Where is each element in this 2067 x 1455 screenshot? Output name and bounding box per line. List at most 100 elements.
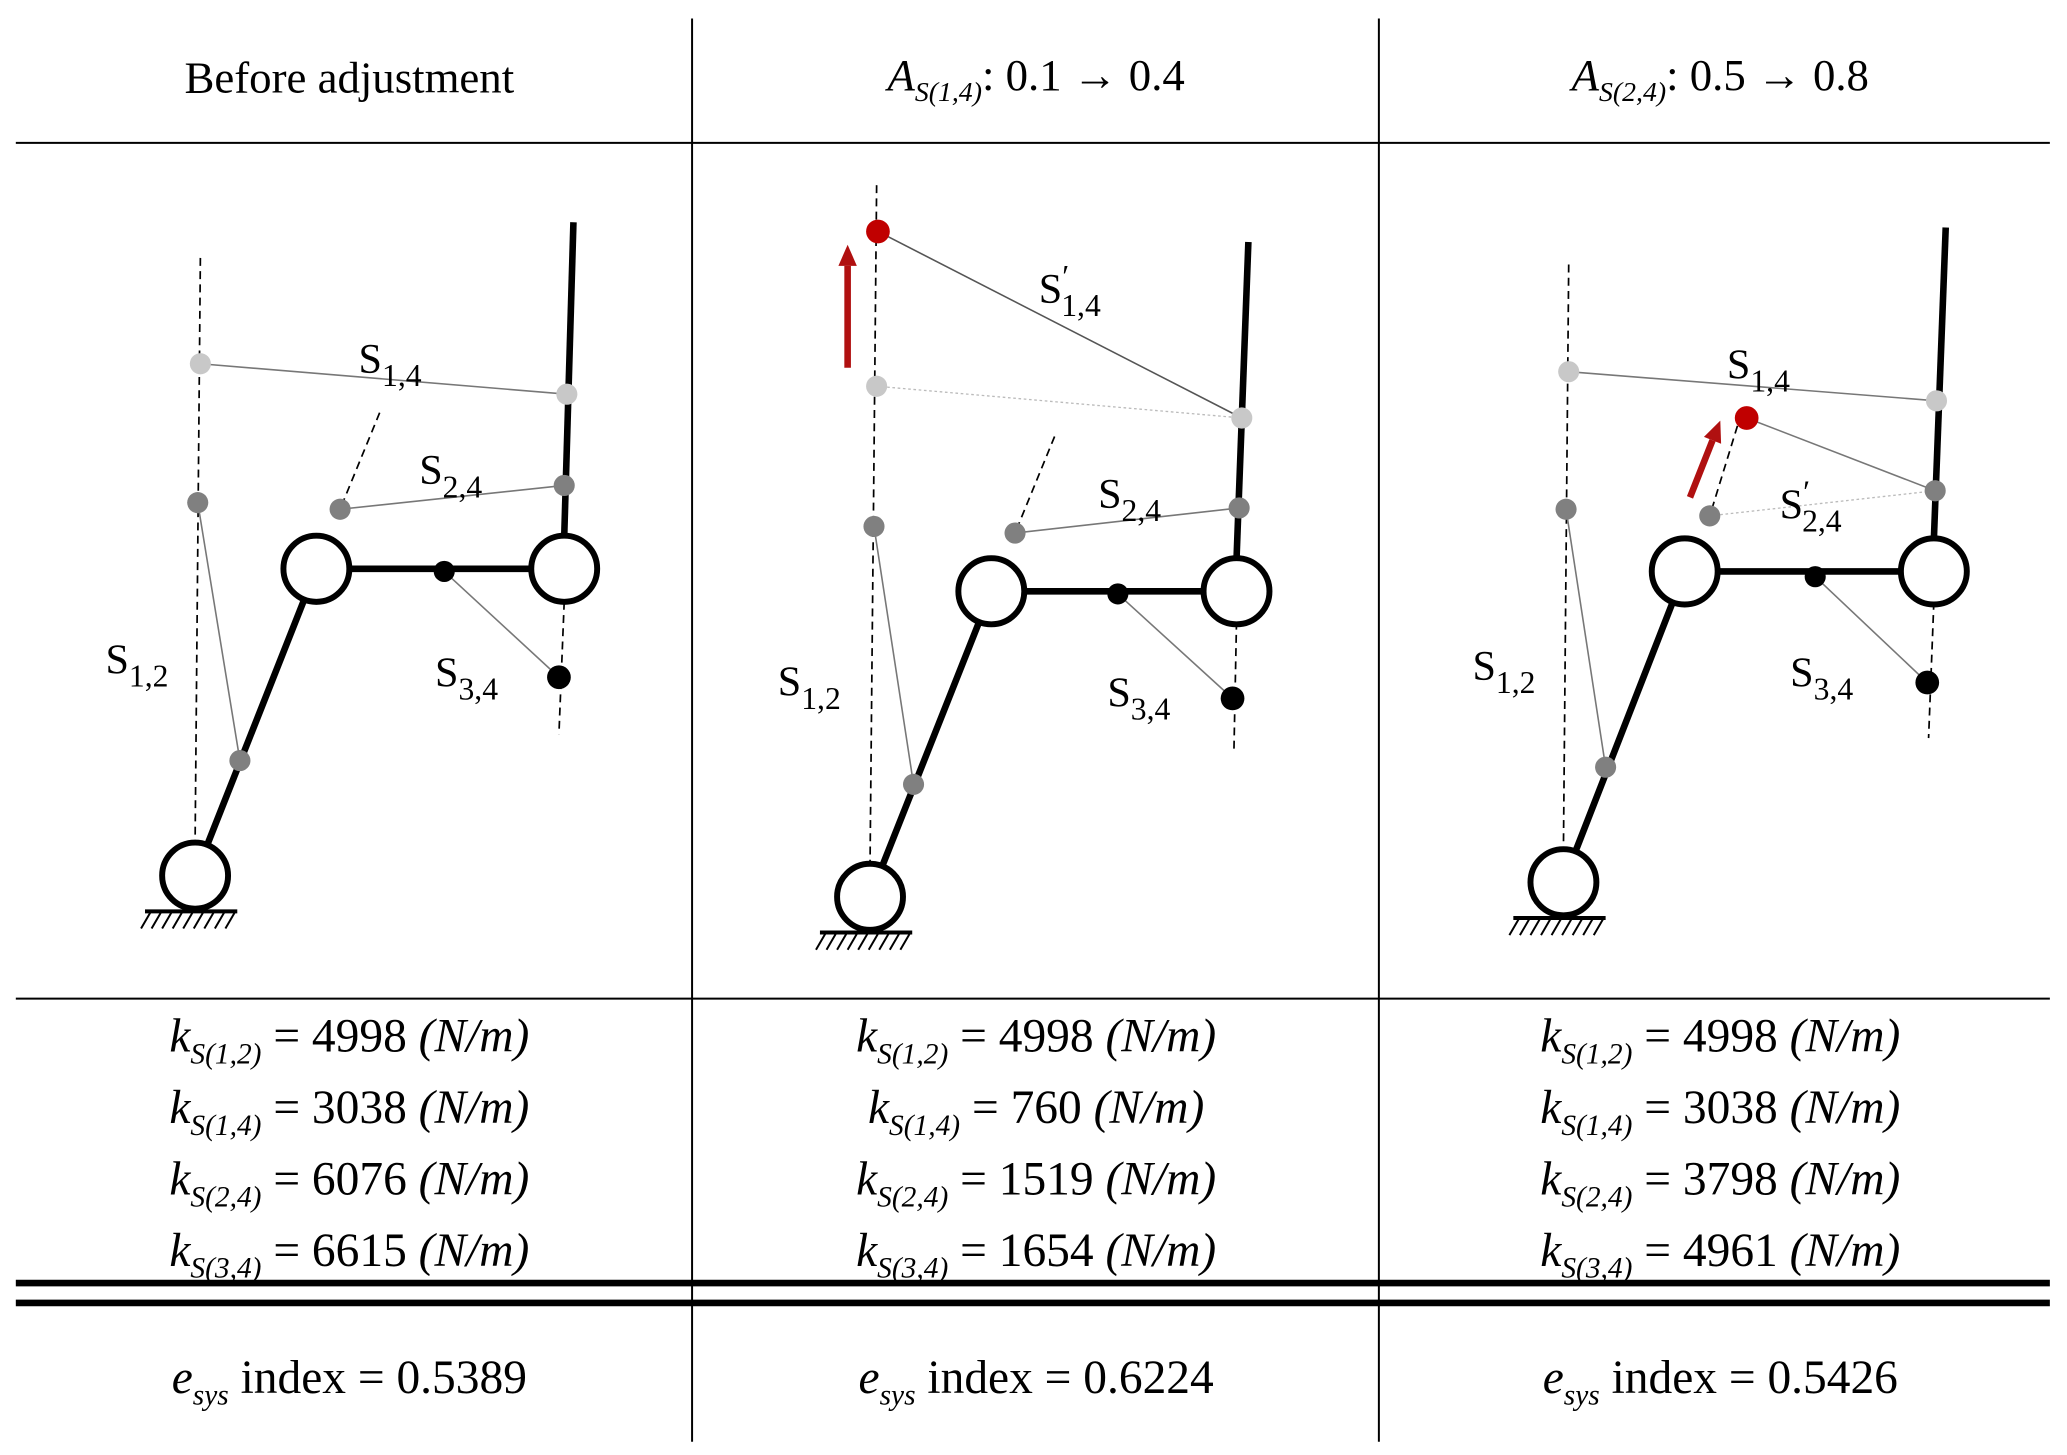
label-subscript: 3,4 [458, 672, 498, 707]
ground-joint [834, 860, 906, 933]
header-subscript: S(1,4) [915, 77, 982, 108]
esys-value: index = 0.5389 [229, 1352, 527, 1404]
spring-s14 [200, 362, 567, 395]
esys-variable: e [1543, 1352, 1564, 1404]
attachment-point-original [866, 375, 888, 397]
hatch-stroke [846, 933, 858, 951]
label-main: S [359, 336, 382, 383]
hatch-stroke [1550, 918, 1562, 936]
attachment-point [1595, 756, 1617, 778]
header-variable: A [884, 50, 915, 100]
attachment-point [1925, 390, 1948, 412]
label-subscript: 3,4 [1131, 692, 1171, 727]
spring-s14 [877, 230, 1243, 419]
attachment-point [556, 383, 578, 405]
hatch-stroke [171, 912, 183, 930]
joint-2 [955, 555, 1028, 628]
stiffness-value: = 4961 [1632, 1225, 1789, 1277]
esys-value: index = 0.5426 [1600, 1352, 1898, 1404]
hatch-stroke [815, 933, 827, 951]
stiffness-subscript: S(1,4) [889, 1110, 960, 1142]
spring-label-s14: S1,4 [359, 336, 422, 393]
spring-label-s34: S3,4 [1107, 669, 1170, 726]
stiffness-value: = 1654 [948, 1225, 1105, 1277]
stiffness-value: = 6615 [261, 1225, 418, 1277]
arrow-up-icon [838, 244, 857, 266]
stiffness-subscript: S(2,4) [190, 1181, 261, 1213]
stiffness-row: kS(2,4) = 6076 (N/m) [169, 1153, 529, 1213]
stiffness-variable: k [169, 1082, 191, 1134]
hatch-stroke [140, 912, 152, 930]
hatch-stroke [192, 912, 204, 930]
spring-s12 [873, 526, 915, 785]
attachment-point [229, 749, 251, 772]
label-prime: ′ [1803, 475, 1810, 510]
stiffness-row: kS(1,4) = 760 (N/m) [868, 1082, 1204, 1142]
stiffness-row: kS(2,4) = 3798 (N/m) [1540, 1153, 1900, 1213]
column-header: AS(2,4): 0.5 → 0.8 [1569, 50, 1869, 108]
stiffness-variable: k [1540, 1010, 1562, 1062]
attachment-point-original [1699, 505, 1721, 527]
spring-s24 [1746, 417, 1936, 492]
spring-label-s12: S1,2 [105, 636, 168, 693]
spring-s14 [1568, 370, 1937, 402]
stiffness-variable: k [856, 1225, 878, 1277]
arrow-up-icon [1703, 420, 1722, 444]
spring-s12 [196, 502, 241, 761]
joint-3 [1200, 555, 1273, 628]
esys-index: esys index = 0.5426 [1543, 1352, 1898, 1412]
esys-index: esys index = 0.6224 [859, 1352, 1214, 1412]
column-header: AS(1,4): 0.1 → 0.4 [884, 50, 1184, 108]
link-1 [1560, 570, 1688, 884]
stiffness-variable: k [856, 1010, 878, 1062]
stiffness-subscript: S(3,4) [190, 1253, 261, 1285]
stiffness-value: = 6076 [261, 1153, 418, 1205]
attachment-point [1915, 670, 1940, 695]
label-subscript: 3,4 [1814, 672, 1854, 707]
spring-label-s34: S3,4 [1790, 649, 1853, 706]
attachment-point [553, 474, 575, 497]
stiffness-row: kS(3,4) = 6615 (N/m) [169, 1225, 529, 1285]
spring-s24 [1014, 507, 1240, 534]
label-main: S [778, 659, 801, 706]
attachment-point [187, 492, 209, 514]
hatch-stroke [1571, 918, 1583, 936]
hatch-stroke [182, 912, 194, 930]
esys-subscript: sys [880, 1380, 916, 1412]
hatch-stroke [1508, 918, 1520, 936]
stiffness-variable: k [1540, 1225, 1562, 1277]
stiffness-row: kS(1,4) = 3038 (N/m) [169, 1082, 529, 1142]
hatch-stroke [1561, 918, 1573, 936]
stiffness-unit: (N/m) [1105, 1153, 1216, 1205]
guide-dashed-line [194, 257, 202, 843]
hatch-stroke [836, 933, 848, 951]
hatch-stroke [1540, 918, 1552, 936]
attachment-point [902, 773, 925, 795]
spring-label-s24: S2,4 [419, 447, 482, 504]
guide-dashed-line [1927, 601, 1935, 739]
esys-variable: e [172, 1352, 193, 1404]
label-prime: ′ [1062, 259, 1069, 294]
label-subscript: 1,4 [1750, 363, 1790, 398]
spring-s12 [1565, 509, 1607, 768]
hatch-stroke [878, 933, 890, 951]
guide-dashed-line [1562, 264, 1570, 850]
stiffness-subscript: S(2,4) [1561, 1181, 1632, 1213]
attachment-point [1558, 361, 1580, 383]
stiffness-unit: (N/m) [1105, 1225, 1216, 1277]
attachment-point [1734, 406, 1759, 430]
label-main: S [1727, 341, 1750, 388]
stiffness-row: kS(1,2) = 4998 (N/m) [1540, 1010, 1900, 1070]
stiffness-subscript: S(2,4) [877, 1181, 948, 1213]
stiffness-row: kS(2,4) = 1519 (N/m) [856, 1153, 1216, 1213]
stiffness-value: = 1519 [948, 1153, 1105, 1205]
joint-2 [280, 532, 353, 605]
hatch-stroke [1529, 918, 1541, 936]
hatch-stroke [150, 912, 162, 930]
stiffness-row: kS(1,4) = 3038 (N/m) [1540, 1082, 1900, 1142]
spring-label-s34: S3,4 [435, 649, 498, 706]
